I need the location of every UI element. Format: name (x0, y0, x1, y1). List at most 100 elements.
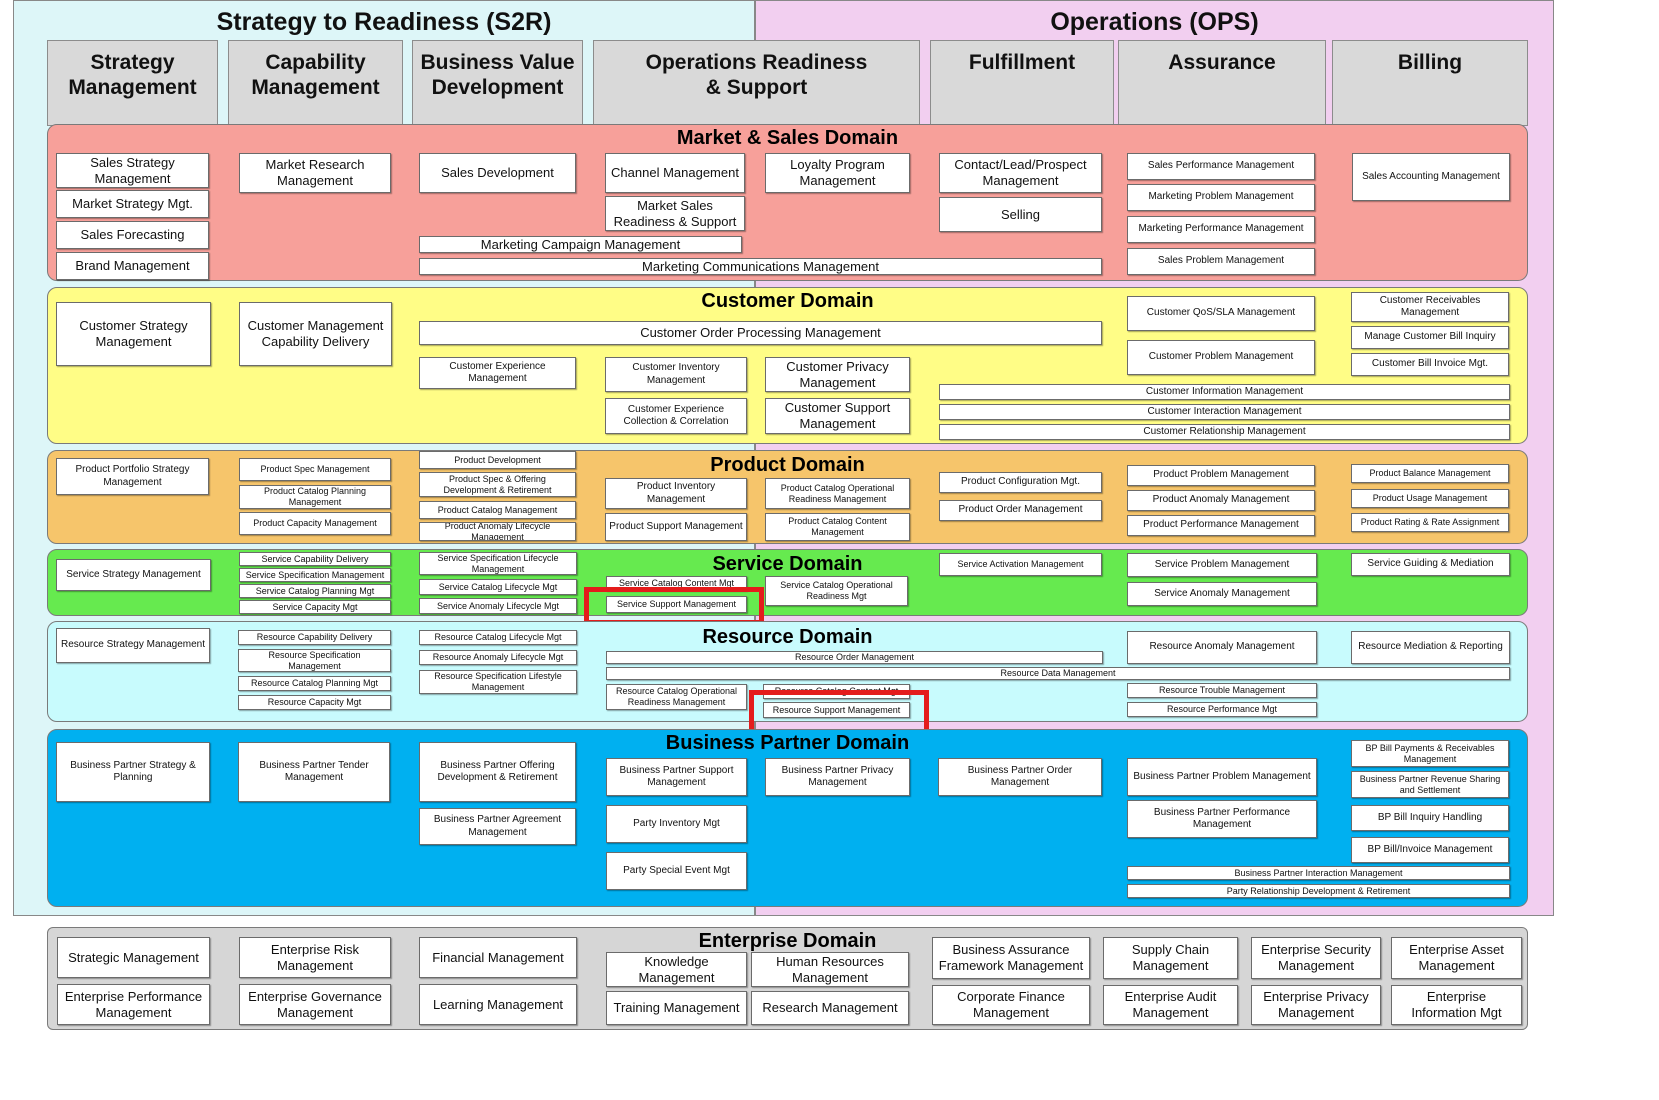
corporate-finance-management[interactable]: Corporate Finance Management (932, 985, 1090, 1025)
selling[interactable]: Selling (939, 197, 1102, 232)
service-specification-lifecycle-management[interactable]: Service Specification Lifecycle Manageme… (419, 552, 577, 575)
resource-specification-management[interactable]: Resource Specification Management (238, 649, 391, 672)
resource-strategy-management[interactable]: Resource Strategy Management (56, 628, 210, 663)
business-partner-agreement-management[interactable]: Business Partner Agreement Management (419, 808, 576, 845)
resource-capability-delivery[interactable]: Resource Capability Delivery (238, 630, 391, 645)
enterprise-performance-management[interactable]: Enterprise Performance Management (57, 984, 210, 1025)
service-anomaly-lifecycle-mgt[interactable]: Service Anomaly Lifecycle Mgt (419, 598, 577, 614)
product-spec-offering-development-retirement[interactable]: Product Spec & Offering Development & Re… (419, 472, 576, 497)
product-anomaly-lifecycle-management[interactable]: Product Anomaly Lifecycle Management (419, 522, 576, 541)
service-support-management[interactable]: Service Support Management (606, 596, 747, 613)
enterprise-information-mgt[interactable]: Enterprise Information Mgt (1391, 985, 1522, 1025)
customer-strategy-management[interactable]: Customer Strategy Management (56, 302, 211, 366)
sales-strategy-management[interactable]: Sales Strategy Management (56, 153, 209, 188)
product-portfolio-strategy-management[interactable]: Product Portfolio Strategy Management (56, 458, 209, 495)
resource-specification-lifestyle-management[interactable]: Resource Specification Lifestyle Managem… (419, 670, 577, 694)
party-inventory-mgt[interactable]: Party Inventory Mgt (606, 805, 747, 843)
product-problem-management[interactable]: Product Problem Management (1127, 465, 1315, 486)
market-research-management[interactable]: Market Research Management (239, 153, 391, 193)
resource-catalog-planning-mgt[interactable]: Resource Catalog Planning Mgt (238, 676, 391, 691)
business-partner-problem-management[interactable]: Business Partner Problem Management (1127, 758, 1317, 796)
business-partner-order-management[interactable]: Business Partner Order Management (938, 758, 1102, 796)
customer-problem-management[interactable]: Customer Problem Management (1127, 340, 1315, 375)
enterprise-privacy-management[interactable]: Enterprise Privacy Management (1251, 985, 1381, 1025)
financial-management[interactable]: Financial Management (419, 937, 577, 978)
customer-experience-management[interactable]: Customer Experience Management (419, 357, 576, 389)
party-relationship-development-retirement[interactable]: Party Relationship Development & Retirem… (1127, 884, 1510, 898)
product-inventory-management[interactable]: Product Inventory Management (605, 478, 747, 509)
resource-anomaly-management[interactable]: Resource Anomaly Management (1127, 631, 1317, 664)
product-order-management[interactable]: Product Order Management (939, 500, 1102, 521)
market-strategy-mgt[interactable]: Market Strategy Mgt. (56, 190, 209, 218)
customer-inventory-management[interactable]: Customer Inventory Management (605, 357, 747, 392)
product-rating-rate-assignment[interactable]: Product Rating & Rate Assignment (1351, 513, 1509, 532)
product-spec-management[interactable]: Product Spec Management (239, 458, 391, 481)
contact-lead-prospect-management[interactable]: Contact/Lead/Prospect Management (939, 153, 1102, 193)
manage-customer-bill-inquiry[interactable]: Manage Customer Bill Inquiry (1351, 326, 1509, 349)
resource-catalog-lifecycle-mgt[interactable]: Resource Catalog Lifecycle Mgt (419, 630, 577, 645)
product-anomaly-management[interactable]: Product Anomaly Management (1127, 490, 1315, 511)
service-capability-delivery[interactable]: Service Capability Delivery (239, 552, 391, 566)
marketing-campaign-management[interactable]: Marketing Campaign Management (419, 236, 742, 253)
customer-support-management[interactable]: Customer Support Management (765, 398, 910, 434)
sales-forecasting[interactable]: Sales Forecasting (56, 221, 209, 249)
customer-relationship-management[interactable]: Customer Relationship Management (939, 424, 1510, 440)
channel-management[interactable]: Channel Management (605, 153, 745, 193)
business-partner-performance-management[interactable]: Business Partner Performance Management (1127, 800, 1317, 838)
marketing-problem-management[interactable]: Marketing Problem Management (1127, 184, 1315, 211)
resource-data-management[interactable]: Resource Data Management (606, 667, 1510, 680)
knowledge-management[interactable]: Knowledge Management (606, 952, 747, 987)
sales-performance-management[interactable]: Sales Performance Management (1127, 153, 1315, 180)
product-support-management[interactable]: Product Support Management (605, 513, 747, 541)
product-catalog-planning-management[interactable]: Product Catalog Planning Management (239, 485, 391, 509)
product-catalog-management[interactable]: Product Catalog Management (419, 501, 576, 519)
service-catalog-operational-readiness-mgt[interactable]: Service Catalog Operational Readiness Mg… (765, 576, 908, 606)
customer-qos-sla-management[interactable]: Customer QoS/SLA Management (1127, 296, 1315, 331)
product-catalog-operational-readiness-management[interactable]: Product Catalog Operational Readiness Ma… (765, 478, 910, 509)
business-partner-revenue-sharing-settlement[interactable]: Business Partner Revenue Sharing and Set… (1351, 771, 1509, 798)
training-management[interactable]: Training Management (606, 991, 747, 1025)
enterprise-governance-management[interactable]: Enterprise Governance Management (239, 984, 391, 1025)
marketing-communications-management[interactable]: Marketing Communications Management (419, 258, 1102, 275)
service-capacity-mgt[interactable]: Service Capacity Mgt (239, 600, 391, 614)
service-catalog-lifecycle-mgt[interactable]: Service Catalog Lifecycle Mgt (419, 579, 577, 595)
product-catalog-content-management[interactable]: Product Catalog Content Management (765, 513, 910, 541)
business-partner-privacy-management[interactable]: Business Partner Privacy Management (765, 758, 910, 796)
business-partner-tender-management[interactable]: Business Partner Tender Management (238, 742, 390, 802)
service-catalog-planning-mgt[interactable]: Service Catalog Planning Mgt (239, 584, 391, 598)
resource-performance-mgt[interactable]: Resource Performance Mgt (1127, 702, 1317, 717)
enterprise-security-management[interactable]: Enterprise Security Management (1251, 937, 1381, 979)
resource-anomaly-lifecycle-mgt[interactable]: Resource Anomaly Lifecycle Mgt (419, 650, 577, 665)
bp-bill-inquiry-handling[interactable]: BP Bill Inquiry Handling (1351, 805, 1509, 831)
strategic-management[interactable]: Strategic Management (57, 937, 210, 978)
brand-management[interactable]: Brand Management (56, 252, 209, 280)
customer-bill-invoice-mgt[interactable]: Customer Bill Invoice Mgt. (1351, 353, 1509, 376)
service-activation-management[interactable]: Service Activation Management (939, 553, 1102, 576)
loyalty-program-management[interactable]: Loyalty Program Management (765, 153, 910, 193)
resource-catalog-operational-readiness-management[interactable]: Resource Catalog Operational Readiness M… (606, 684, 747, 710)
service-strategy-management[interactable]: Service Strategy Management (56, 559, 211, 591)
enterprise-audit-management[interactable]: Enterprise Audit Management (1103, 985, 1238, 1025)
resource-trouble-management[interactable]: Resource Trouble Management (1127, 683, 1317, 698)
service-guiding-mediation[interactable]: Service Guiding & Mediation (1351, 553, 1510, 576)
business-partner-strategy-planning[interactable]: Business Partner Strategy & Planning (56, 742, 210, 802)
customer-interaction-management[interactable]: Customer Interaction Management (939, 404, 1510, 420)
product-balance-management[interactable]: Product Balance Management (1351, 464, 1509, 483)
party-special-event-mgt[interactable]: Party Special Event Mgt (606, 852, 747, 890)
resource-support-management[interactable]: Resource Support Management (763, 702, 910, 718)
business-assurance-framework-management[interactable]: Business Assurance Framework Management (932, 937, 1090, 979)
service-problem-management[interactable]: Service Problem Management (1127, 553, 1317, 577)
product-capacity-management[interactable]: Product Capacity Management (239, 512, 391, 535)
business-partner-interaction-management[interactable]: Business Partner Interaction Management (1127, 866, 1510, 880)
enterprise-risk-management[interactable]: Enterprise Risk Management (239, 937, 391, 978)
market-sales-readiness-support[interactable]: Market Sales Readiness & Support (605, 196, 745, 231)
customer-receivables-management[interactable]: Customer Receivables Management (1351, 292, 1509, 322)
customer-privacy-management[interactable]: Customer Privacy Management (765, 357, 910, 392)
business-partner-support-management[interactable]: Business Partner Support Management (606, 758, 747, 796)
resource-order-management[interactable]: Resource Order Management (606, 651, 1103, 664)
service-anomaly-management[interactable]: Service Anomaly Management (1127, 582, 1317, 606)
resource-mediation-reporting[interactable]: Resource Mediation & Reporting (1351, 631, 1510, 664)
bp-bill-invoice-management[interactable]: BP Bill/Invoice Management (1351, 837, 1509, 863)
customer-order-processing-management[interactable]: Customer Order Processing Management (419, 321, 1102, 345)
enterprise-asset-management[interactable]: Enterprise Asset Management (1391, 937, 1522, 979)
